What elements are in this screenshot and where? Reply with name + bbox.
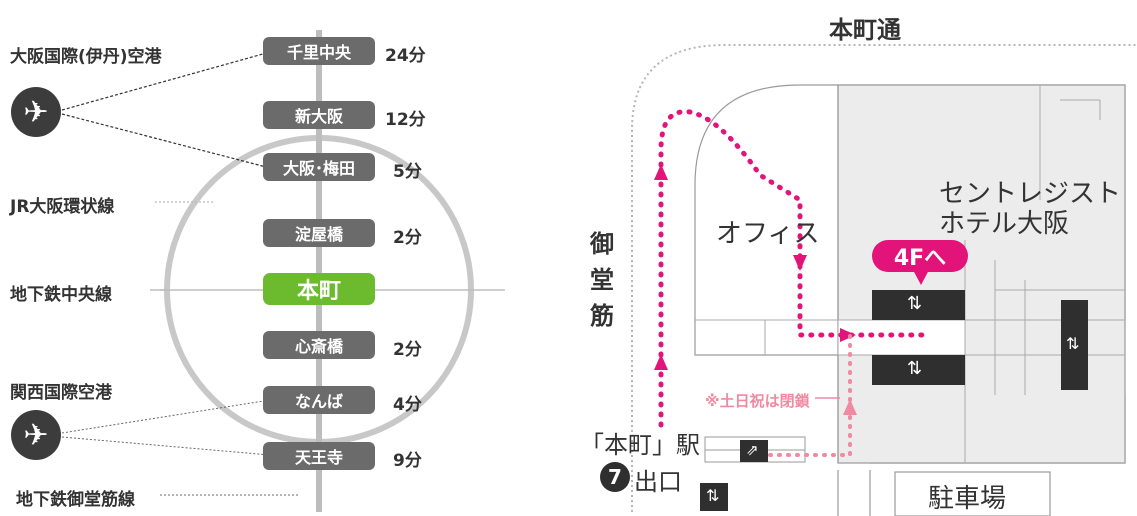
hotel-name-line1: セントレジスト	[939, 179, 1122, 209]
exit-label: 出口	[634, 468, 682, 496]
kansai-airport-label: 関西国際空港	[10, 383, 112, 403]
midosuji-line-label: 地下鉄御堂筋線	[16, 490, 135, 510]
station-tennoji: 天王寺	[263, 442, 375, 470]
street-edge	[631, 44, 1137, 512]
exit-number: 7	[608, 465, 622, 489]
airplane-icon: ✈	[11, 87, 61, 137]
exit-elevator-icon	[700, 483, 728, 511]
weekend-closed-note: ※土日祝は閉鎖	[705, 392, 810, 410]
elevator-bank-lower	[872, 355, 965, 385]
hotel-building	[837, 84, 1126, 464]
elevator-hotel	[1061, 300, 1088, 390]
parking-label: 駐車場	[928, 484, 1007, 514]
minutes-umeda: 5分	[393, 162, 422, 182]
station-shin-osaka: 新大阪	[263, 101, 375, 129]
floor-badge-label: 4Fへ	[893, 246, 947, 271]
minutes-shinsaibashi: 2分	[393, 340, 422, 360]
exit-number-badge: 7	[600, 462, 630, 492]
exit-icon: ⇗	[746, 441, 759, 459]
floor-badge: 4Fへ	[872, 240, 968, 272]
office-label: オフィス	[716, 219, 820, 249]
itami-airport-label: 大阪国際(伊丹)空港	[10, 47, 162, 67]
station-senri-chuo: 千里中央	[263, 37, 375, 65]
weekday-route	[768, 333, 852, 457]
minutes-yodoyabashi: 2分	[393, 228, 422, 248]
minutes-tennoji: 9分	[393, 451, 422, 471]
minutes-shin-osaka: 12分	[385, 110, 426, 130]
elevator-bank-upper	[872, 290, 965, 320]
station-honmachi-current: 本町	[263, 273, 375, 305]
minutes-namba: 4分	[393, 395, 422, 415]
walking-route	[658, 109, 933, 428]
station-exit-icon	[740, 440, 768, 462]
station-umeda: 大阪･梅田	[263, 153, 375, 181]
elevator-icon: ⇅	[706, 486, 720, 505]
station-shinsaibashi: 心斎橋	[263, 331, 375, 359]
chuo-line-label: 地下鉄中央線	[10, 285, 112, 305]
jr-loop-line-label: JR大阪環状線	[10, 197, 115, 217]
street-top-label: 本町通	[829, 16, 901, 44]
station-yodoyabashi: 淀屋橋	[263, 219, 375, 247]
elevator-icon: ⇅	[1066, 334, 1080, 353]
minutes-senri-chuo: 24分	[385, 46, 426, 66]
airplane-icon: ✈	[11, 410, 61, 460]
station-namba: なんば	[263, 386, 375, 414]
elevator-icon: ⇅	[907, 358, 923, 379]
elevator-icon: ⇅	[907, 293, 923, 314]
street-left-label: 御堂筋	[590, 230, 614, 330]
station-label: 「本町」駅	[580, 431, 700, 459]
hotel-name-line2: ホテル大阪	[939, 209, 1070, 239]
parking-lot	[894, 471, 1051, 516]
